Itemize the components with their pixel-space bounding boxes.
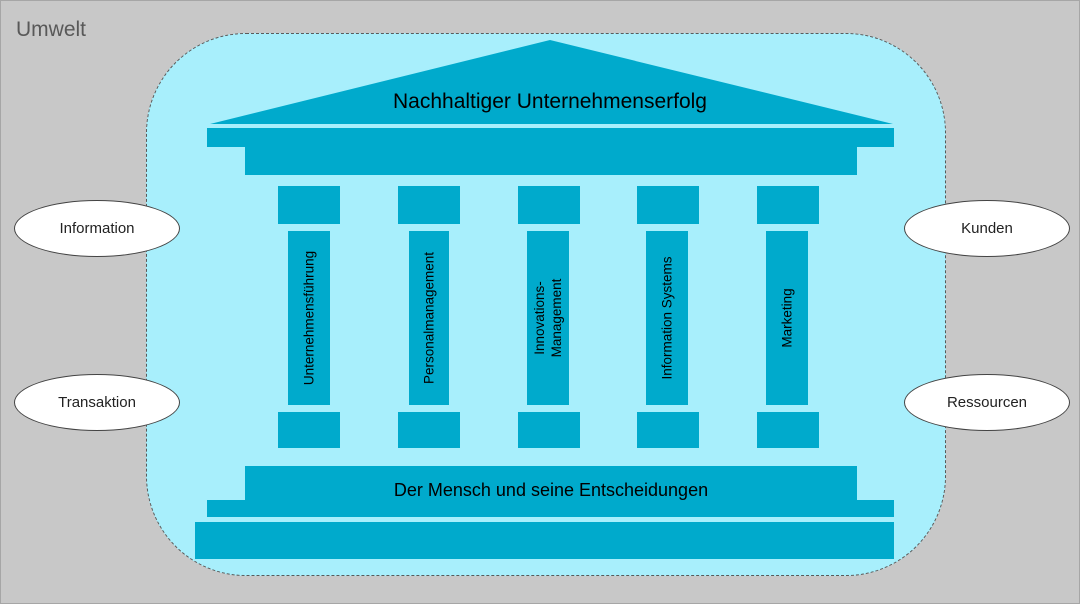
pillar-shaft-innovationsmanagement: Innovations- Management — [527, 231, 569, 405]
pillar-capital — [637, 186, 699, 224]
pillar-label: Information Systems — [659, 256, 675, 380]
pillar-label: Marketing — [779, 288, 795, 348]
pillar-capital — [398, 186, 460, 224]
pillar-capital — [518, 186, 580, 224]
pillar-label: Innovations- Management — [532, 278, 564, 358]
bubble-label: Ressourcen — [946, 394, 1028, 411]
pillar-capital — [278, 186, 340, 224]
environment-label: Umwelt — [16, 18, 87, 41]
bubble-kunden: Kunden — [904, 200, 1070, 257]
roof-title: Nachhaltiger Unternehmenserfolg — [392, 90, 707, 113]
foundation-step-bottom — [195, 522, 894, 559]
pillar-capital — [757, 186, 819, 224]
pillar-base — [398, 412, 460, 448]
bubble-information: Information — [14, 200, 180, 257]
pillar-base — [278, 412, 340, 448]
entablature-top — [207, 128, 894, 147]
bubble-label: Transaktion — [58, 394, 136, 411]
pillar-base — [757, 412, 819, 448]
bubble-transaktion: Transaktion — [14, 374, 180, 431]
pillar-base — [637, 412, 699, 448]
entablature-bottom — [245, 147, 857, 175]
bubble-label: Kunden — [961, 220, 1013, 237]
pillar-label: Personalmanagement — [421, 251, 437, 385]
pillar-base — [518, 412, 580, 448]
pillar-shaft-unternehmensfuehrung: Unternehmensführung — [288, 231, 330, 405]
bubble-label: Information — [59, 220, 135, 237]
pillar-label: Unternehmensführung — [301, 250, 317, 386]
bubble-ressourcen: Ressourcen — [904, 374, 1070, 431]
foundation-step-top — [245, 466, 857, 500]
pillar-shaft-information-systems: Information Systems — [646, 231, 688, 405]
foundation-title: Der Mensch und seine Entscheidungen — [393, 480, 709, 500]
pillar-shaft-personalmanagement: Personalmanagement — [409, 231, 449, 405]
roof-triangle — [210, 40, 893, 124]
pillar-shaft-marketing: Marketing — [766, 231, 808, 405]
foundation-step-middle — [207, 500, 894, 517]
